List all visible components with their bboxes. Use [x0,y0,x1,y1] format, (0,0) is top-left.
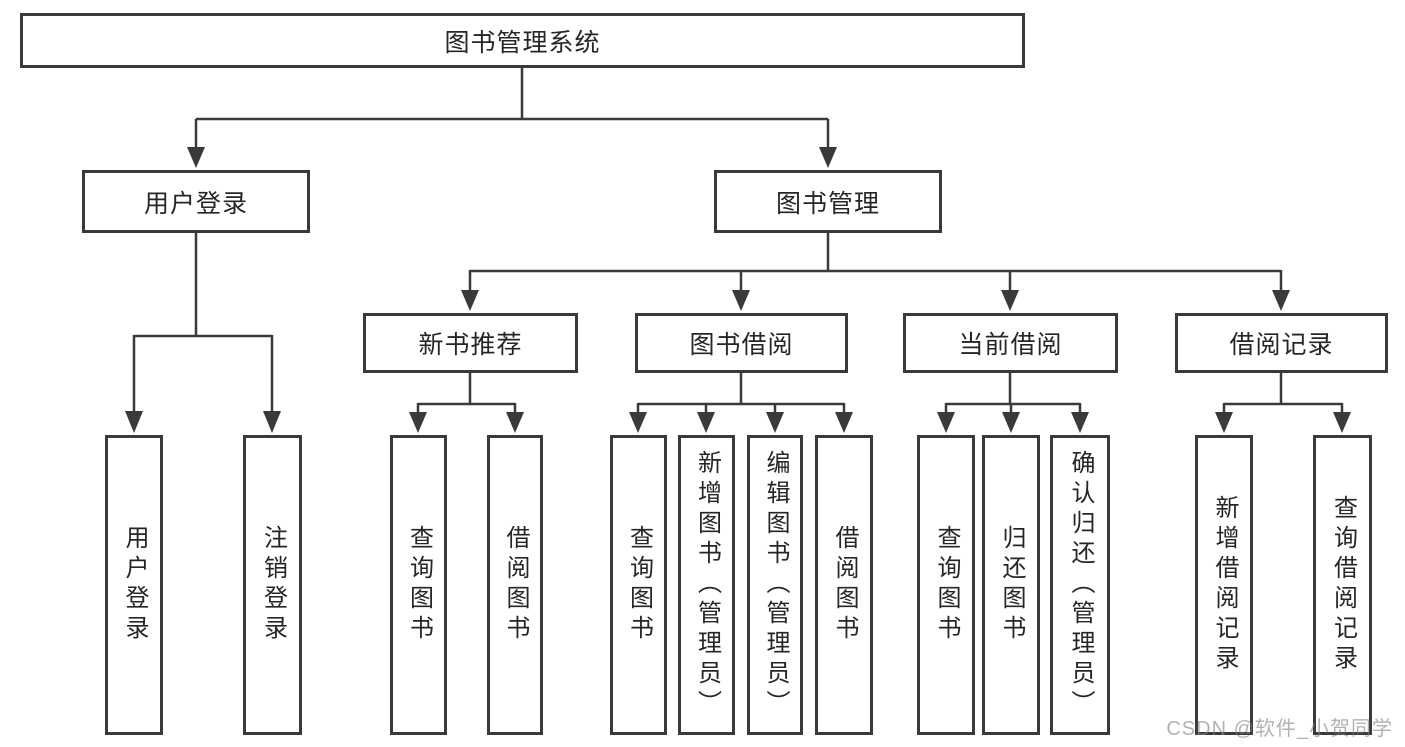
node-label: 查询图书 [933,525,960,645]
connector-current-borrow-to-leaves [937,373,1089,433]
connector-root-to-level2 [187,68,837,168]
leaf-add-borrow-record: 新增借阅记录 [1195,435,1253,735]
watermark: CSDN @软件_小贺同学 [1166,718,1393,740]
node-current-borrow: 当前借阅 [903,313,1118,373]
leaf-query-borrow-record: 查询借阅记录 [1313,435,1372,735]
node-label: 新增借阅记录 [1211,495,1238,675]
node-new-book-recommend: 新书推荐 [363,313,578,373]
connector-book-borrow-to-leaves [629,373,853,433]
leaf-borrow-books: 借阅图书 [815,435,873,735]
node-book-management: 图书管理 [714,170,942,233]
leaf-borrow-books-recommend: 借阅图书 [487,435,543,735]
node-user-login: 用户登录 [82,170,310,233]
node-label: 用户登录 [143,189,248,218]
connector-user-login-to-leaves [125,233,281,433]
leaf-add-book-admin: 新增图书（管理员） [678,435,735,735]
node-label: 注销登录 [259,525,287,645]
node-borrow-records: 借阅记录 [1175,313,1388,373]
node-label: 当前借阅 [958,331,1063,359]
node-label: 归还图书 [998,525,1025,645]
leaf-logout: 注销登录 [243,435,302,735]
node-label: 查询借阅记录 [1329,495,1357,675]
node-library-system: 图书管理系统 [20,13,1025,68]
node-label: 编辑图书（管理员） [762,450,789,720]
node-label: 借阅图书 [502,525,529,645]
node-label: 图书借阅 [689,331,794,359]
leaf-user-login: 用户登录 [105,435,163,735]
node-label: 图书管理 [775,189,880,218]
connector-new-book-recommend-to-leaves [409,373,524,433]
node-label: 查询图书 [625,525,653,645]
connector-borrow-records-to-leaves [1215,373,1351,433]
leaf-query-books-current: 查询图书 [917,435,975,735]
node-label: 图书管理系统 [444,28,601,57]
leaf-return-book: 归还图书 [982,435,1040,735]
node-label: 新书推荐 [418,331,523,359]
leaf-query-books-recommend: 查询图书 [390,435,447,735]
node-label: 借阅图书 [831,525,858,645]
leaf-query-books-borrow: 查询图书 [610,435,667,735]
leaf-edit-book-admin: 编辑图书（管理员） [747,435,803,735]
connector-book-management-to-groups [461,233,1290,311]
node-label: 确认归还（管理员） [1067,450,1094,720]
node-label: 用户登录 [121,525,148,645]
node-label: 查询图书 [405,525,433,645]
leaf-confirm-return-admin: 确认归还（管理员） [1050,435,1110,735]
node-label: 新增图书（管理员） [693,450,721,720]
node-book-borrow: 图书借阅 [635,313,848,373]
node-label: 借阅记录 [1229,331,1334,359]
